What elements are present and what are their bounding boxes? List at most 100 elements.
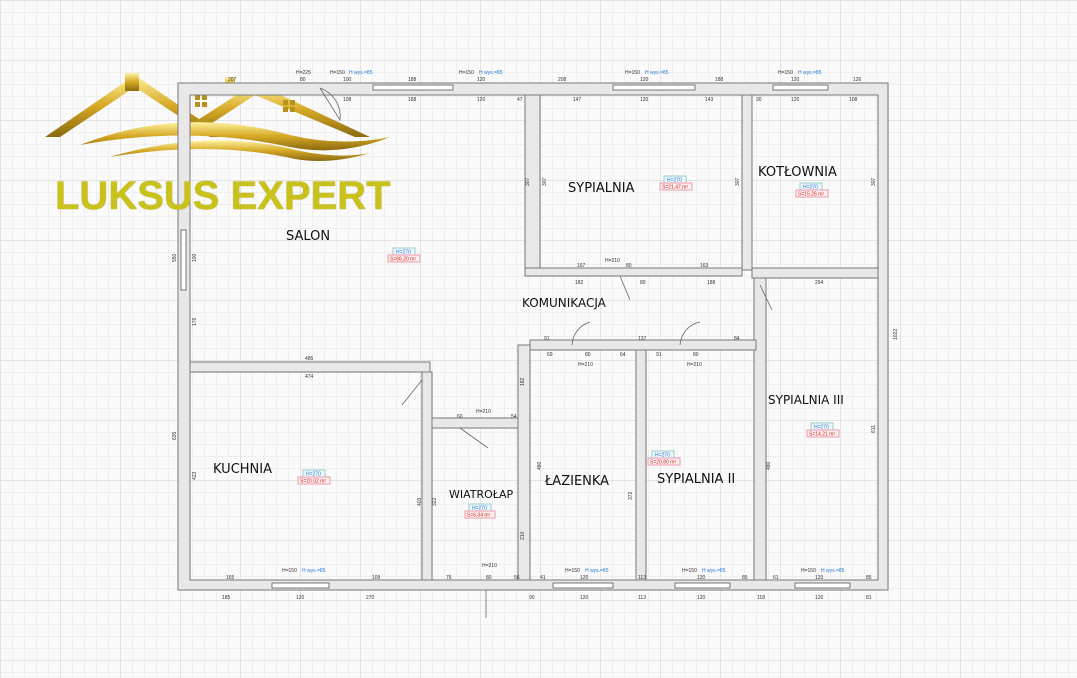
dimension-label: 635 xyxy=(172,431,178,440)
dimension-label: H=270 xyxy=(472,506,487,512)
dimension-label: H=150 xyxy=(459,70,474,76)
dimension-label: 423 xyxy=(192,471,198,480)
dimension-label: 307 xyxy=(735,177,741,186)
room-kuchnia: KUCHNIA xyxy=(213,462,272,477)
dimension-label: 56 xyxy=(514,575,520,581)
dimension-label: H=210 xyxy=(687,362,702,368)
walls xyxy=(177,82,889,591)
dimension-label: H wys.=85 xyxy=(585,568,609,574)
dimension-label: 69 xyxy=(547,352,553,358)
brand-name: LUKSUS EXPERT xyxy=(55,174,391,218)
luksus-expert-logo xyxy=(45,73,390,161)
dimension-label: H wys.=85 xyxy=(349,70,373,76)
window-tags: H=225 H=150 H wys.=85 H=150 H wys.=85 H=15… xyxy=(282,70,845,574)
dimension-label: H=150 xyxy=(282,568,297,574)
dimension-label: 120 xyxy=(697,595,706,601)
dimension-label: 120 xyxy=(580,575,589,581)
dimension-label: H wys.=85 xyxy=(302,568,326,574)
room-labels: SALON SYPIALNIA KOTŁOWNIA KOMUNIKACJA KU… xyxy=(213,165,844,501)
room-salon: SALON xyxy=(286,229,330,244)
dimension-label: S=21.47 m² xyxy=(662,185,688,191)
dimension-label: 85 xyxy=(866,575,872,581)
dimension-label: H=150 xyxy=(682,568,697,574)
dimension-label: 120 xyxy=(815,575,824,581)
dimension-label: H=270 xyxy=(396,250,411,256)
dimension-label: 85 xyxy=(742,575,748,581)
dimension-label: 185 xyxy=(222,595,231,601)
dimension-label: 84 xyxy=(734,336,740,342)
dimension-label: 307 xyxy=(871,177,877,186)
dimension-label: 54 xyxy=(511,414,517,420)
dimension-label: 120 xyxy=(697,575,706,581)
dimension-label: 167 xyxy=(577,263,586,269)
room-lazienka: ŁAZIENKA xyxy=(544,474,609,489)
dimension-label: 137 xyxy=(638,336,647,342)
dimension-label: 41 xyxy=(540,575,546,581)
dimension-label: H=270 xyxy=(814,425,829,431)
dimension-label: 165 xyxy=(226,575,235,581)
dimension-label: 188 xyxy=(408,97,417,103)
dimension-label: 100 xyxy=(343,77,352,83)
dimension-label: 480 xyxy=(537,461,543,470)
windows xyxy=(180,84,851,589)
dimension-label: 143 xyxy=(705,97,714,103)
dimension-label: 120 xyxy=(477,77,486,83)
room-sypialnia-ii: SYPIALNIA II xyxy=(657,472,735,487)
dimension-label: 91 xyxy=(544,336,550,342)
dimension-label: 120 xyxy=(296,595,305,601)
dimension-label: 80 xyxy=(585,352,591,358)
dimension-label: H=270 xyxy=(803,185,818,191)
dimension-label: 30 xyxy=(756,97,762,103)
dimension-label: H=150 xyxy=(565,568,580,574)
dimension-label: 163 xyxy=(700,263,709,269)
dimension-label: 188 xyxy=(408,77,417,83)
dimension-label: H=270 xyxy=(306,472,321,478)
dimension-label: 147 xyxy=(573,97,582,103)
dimension-label: 120 xyxy=(815,595,824,601)
doors xyxy=(319,87,773,618)
dimension-label: H=210 xyxy=(476,409,491,415)
dimension-label: H=210 xyxy=(605,258,620,264)
dimension-label: H=210 xyxy=(482,563,497,569)
dimension-label: H=225 xyxy=(296,70,311,76)
dimension-label: 47 xyxy=(517,97,523,103)
dimension-label: 113 xyxy=(638,575,646,581)
dimension-label: 188 xyxy=(715,77,724,83)
dimension-label: 61 xyxy=(773,575,779,581)
dimension-label: H=270 xyxy=(655,453,670,459)
room-kotlownia: KOTŁOWNIA xyxy=(758,165,837,180)
room-sypialnia: SYPIALNIA xyxy=(568,181,635,196)
dimension-label: 80 xyxy=(626,263,632,269)
dimension-label: 550 xyxy=(172,253,178,262)
dimension-label: 307 xyxy=(542,177,548,186)
dimension-label: H wys.=85 xyxy=(645,70,669,76)
dimension-label: 403 xyxy=(417,497,423,506)
dimension-label: S=15.26 m² xyxy=(798,192,824,198)
dimension-label: 80 xyxy=(640,280,646,286)
dimension-label: 76 xyxy=(446,575,452,581)
dimension-label: S=6.34 m² xyxy=(467,513,491,519)
dimension-label: 100 xyxy=(192,253,198,262)
dimension-label: H wys.=85 xyxy=(702,568,726,574)
dimension-label: 188 xyxy=(707,280,716,286)
dimension-label: H=150 xyxy=(330,70,345,76)
dimension-label: 270 xyxy=(366,595,375,601)
dimension-label: S=20.80 m² xyxy=(650,460,676,466)
dimension-label: 80 xyxy=(693,352,699,358)
dimension-label: 120 xyxy=(791,97,800,103)
dimension-label: 182 xyxy=(575,280,584,286)
dimension-label: H=150 xyxy=(778,70,793,76)
dimension-label: 1022 xyxy=(893,329,899,340)
dimension-label: 322 xyxy=(432,497,438,506)
dimension-label: 120 xyxy=(791,77,800,83)
